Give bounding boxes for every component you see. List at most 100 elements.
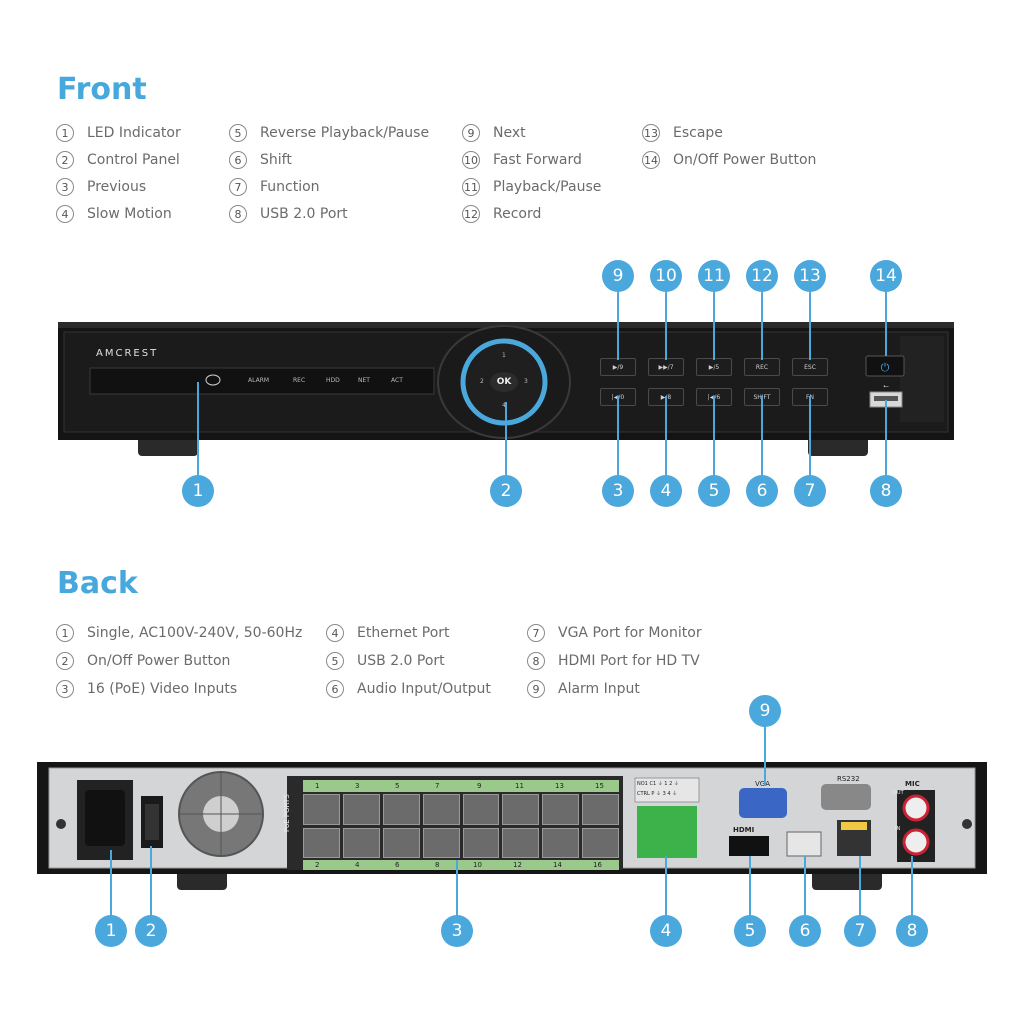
indicator-alarm: ALARM: [248, 377, 270, 384]
callout-badge: 14: [870, 260, 902, 292]
port-number: 14: [553, 861, 562, 869]
callout-badge: 9: [602, 260, 634, 292]
audio-out-label: OUT: [893, 790, 904, 796]
legend-label: Slow Motion: [87, 206, 172, 222]
callout-line: [665, 290, 667, 360]
dpad-down[interactable]: 4: [502, 402, 506, 409]
legend-number: 9: [462, 124, 480, 142]
port-number: 11: [515, 782, 524, 790]
legend-label: Alarm Input: [558, 681, 640, 697]
callout-badge: 2: [490, 475, 522, 507]
record-button[interactable]: REC: [744, 358, 780, 376]
dpad-right[interactable]: 3: [524, 378, 528, 385]
mic-label: MIC: [905, 780, 920, 788]
legend-number: 3: [56, 178, 74, 196]
callout-badge: 6: [746, 475, 778, 507]
poe-port[interactable]: [303, 827, 340, 858]
callout-line: [764, 726, 766, 786]
callout-line: [665, 856, 667, 918]
poe-port[interactable]: [303, 794, 340, 825]
vga-label: VGA: [755, 780, 771, 788]
port-number: 1: [315, 782, 320, 790]
legend-label: Playback/Pause: [493, 179, 602, 195]
callout-line: [456, 860, 458, 918]
callout-line: [804, 856, 806, 918]
fast-forward-button[interactable]: ▶▶/7: [648, 358, 684, 376]
legend-label: USB 2.0 Port: [260, 206, 348, 222]
callout-line: [809, 290, 811, 360]
poe-port[interactable]: [542, 794, 580, 825]
legend-label: Next: [493, 125, 526, 141]
legend-number: 10: [462, 151, 480, 169]
legend-number: 3: [56, 680, 74, 698]
escape-button[interactable]: ESC: [792, 358, 828, 376]
poe-port[interactable]: [382, 794, 420, 825]
poe-port[interactable]: [342, 827, 380, 858]
legend-item: 13 Escape: [642, 124, 723, 142]
next-button[interactable]: ▶/9: [600, 358, 636, 376]
port-number: 6: [395, 861, 400, 869]
callout-line: [617, 290, 619, 360]
poe-port[interactable]: [582, 827, 619, 858]
poe-ports-label: PoE PORTS: [283, 794, 291, 832]
front-heading: Front: [57, 72, 147, 107]
legend-item: 4 Slow Motion: [56, 205, 172, 223]
poe-port[interactable]: [422, 794, 460, 825]
legend-number: 7: [527, 624, 545, 642]
legend-label: HDMI Port for HD TV: [558, 653, 700, 669]
poe-port[interactable]: [502, 827, 540, 858]
port-number: 9: [477, 782, 482, 790]
poe-port[interactable]: [542, 827, 580, 858]
port-number: 3: [355, 782, 360, 790]
playback-pause-button[interactable]: ▶/5: [696, 358, 732, 376]
legend-label: Record: [493, 206, 542, 222]
callout-line: [617, 396, 619, 478]
callout-line: [110, 850, 112, 918]
poe-port[interactable]: [342, 794, 380, 825]
poe-port[interactable]: [462, 794, 500, 825]
callout-line: [665, 396, 667, 478]
legend-number: 14: [642, 151, 660, 169]
callout-line: [859, 856, 861, 918]
legend-number: 4: [326, 624, 344, 642]
port-number: 16: [593, 861, 602, 869]
legend-number: 4: [56, 205, 74, 223]
port-number: 5: [395, 782, 400, 790]
legend-label: Escape: [673, 125, 723, 141]
poe-port[interactable]: [502, 794, 540, 825]
callout-line: [749, 856, 751, 918]
alarm-terminal-label: CTRL P ⏚ 3 4 ⏚: [637, 791, 678, 797]
ok-button[interactable]: OK: [490, 372, 518, 392]
poe-port[interactable]: [582, 794, 619, 825]
callout-line: [885, 400, 887, 478]
poe-port[interactable]: [422, 827, 460, 858]
legend-number: 13: [642, 124, 660, 142]
callout-line: [809, 396, 811, 478]
dpad-left[interactable]: 2: [480, 378, 484, 385]
legend-label: Fast Forward: [493, 152, 582, 168]
callout-badge: 12: [746, 260, 778, 292]
callout-badge: 11: [698, 260, 730, 292]
poe-port[interactable]: [382, 827, 420, 858]
legend-number: 7: [229, 178, 247, 196]
dpad-up[interactable]: 1: [502, 352, 506, 359]
callout-badge: 5: [698, 475, 730, 507]
legend-number: 8: [527, 652, 545, 670]
svg-text:⭠: ⭠: [883, 382, 889, 390]
legend-label: On/Off Power Button: [87, 653, 231, 669]
port-number: 4: [355, 861, 360, 869]
poe-port-grid: [303, 794, 619, 858]
callout-badge: 3: [441, 915, 473, 947]
hdmi-label: HDMI: [733, 826, 755, 834]
poe-port[interactable]: [462, 827, 500, 858]
port-number: 10: [473, 861, 482, 869]
callout-badge: 1: [95, 915, 127, 947]
